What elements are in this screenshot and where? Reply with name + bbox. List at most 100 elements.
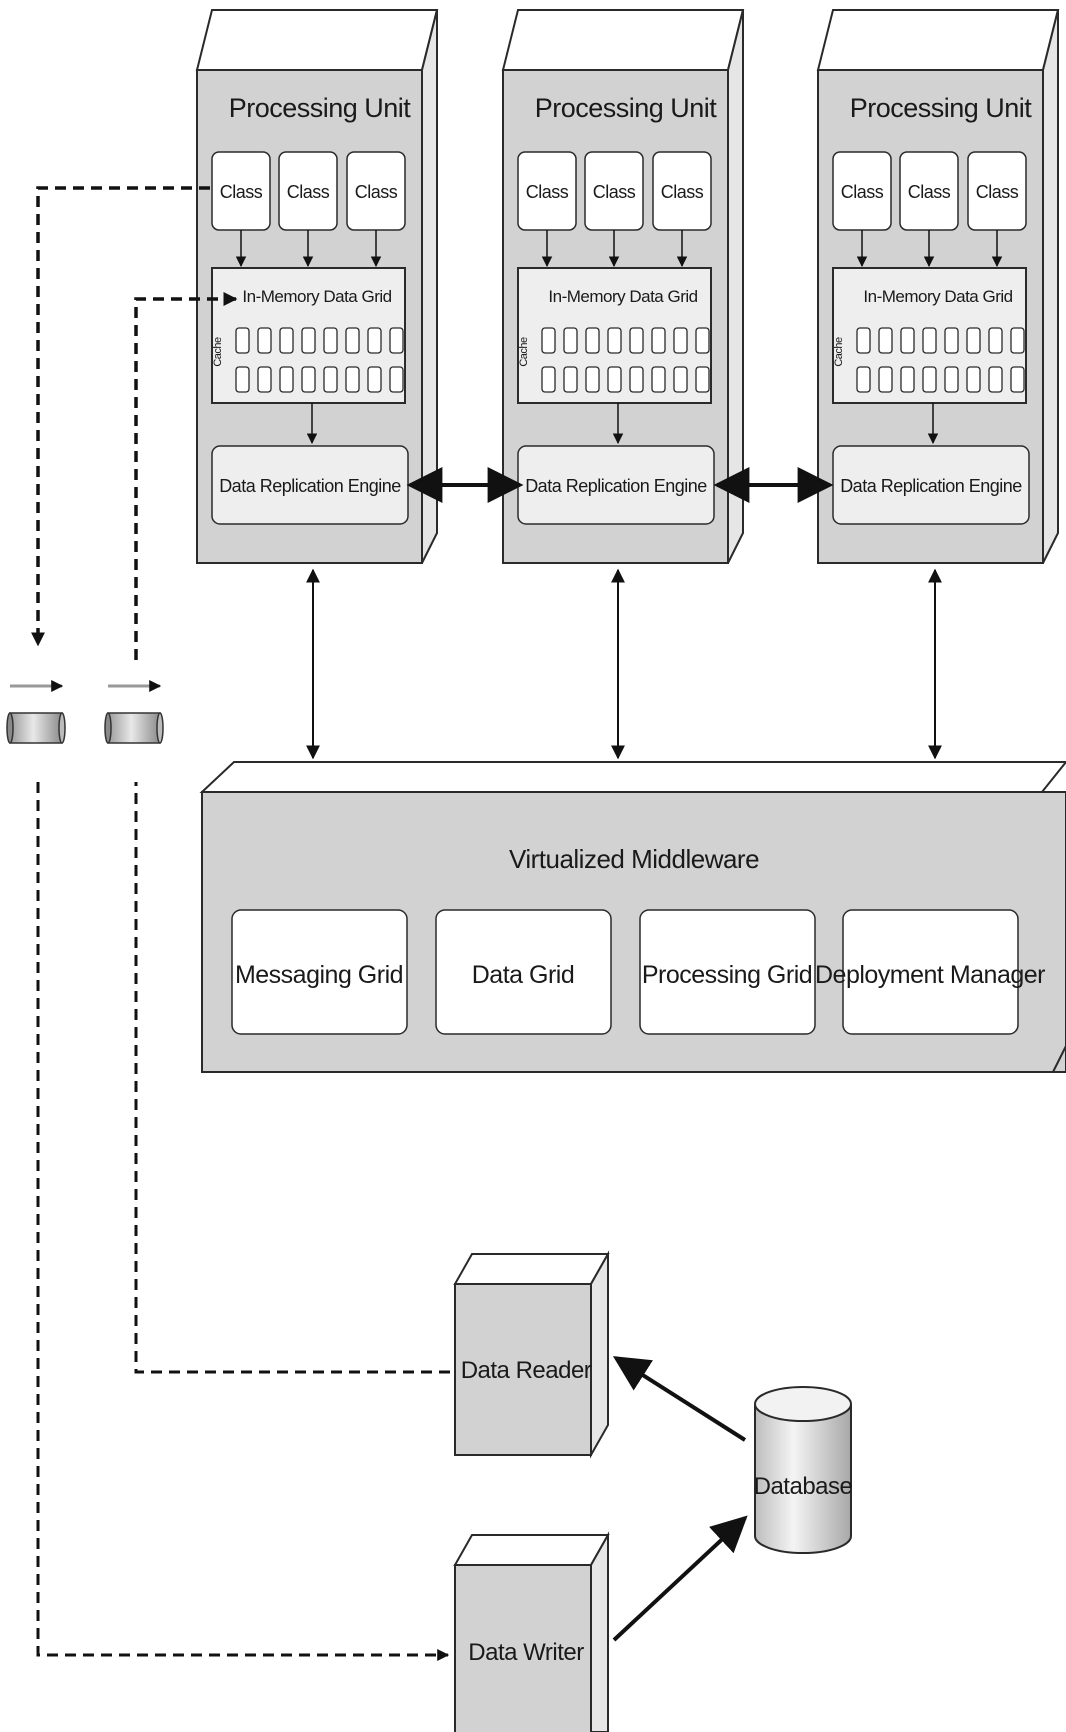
cache-cell bbox=[367, 366, 382, 393]
class-label: Class bbox=[355, 182, 398, 202]
cache-cell bbox=[323, 366, 338, 393]
data-reader-side-face bbox=[590, 1250, 609, 1459]
cache-cell bbox=[345, 327, 360, 354]
cache-cell bbox=[900, 327, 915, 354]
processing-unit-side-face bbox=[727, 9, 744, 564]
message-queues bbox=[6, 680, 164, 744]
virtualized-middleware: Virtualized Middleware Messaging Grid Dat… bbox=[199, 761, 1066, 1073]
data-writer-side-face bbox=[590, 1531, 609, 1732]
cache-cell bbox=[966, 366, 981, 393]
cache-label: Cache bbox=[212, 337, 224, 367]
cache-cell bbox=[629, 366, 644, 393]
middleware-component-label: Messaging Grid bbox=[235, 961, 403, 989]
cache-cell bbox=[1010, 327, 1025, 354]
class-label: Class bbox=[220, 182, 263, 202]
cache-cell bbox=[900, 366, 915, 393]
middleware-top-face bbox=[199, 761, 1066, 793]
processing-unit-side-face bbox=[421, 9, 438, 564]
cache-cell bbox=[541, 366, 556, 393]
cache-cell bbox=[257, 366, 272, 393]
cache-cell bbox=[695, 327, 710, 354]
queue-1-to-writer-flow bbox=[36, 782, 450, 1661]
replication-engine-label: Data Replication Engine bbox=[840, 476, 1022, 496]
processing-unit-top-face bbox=[501, 9, 745, 71]
data-replication-engine: Data Replication Engine bbox=[517, 445, 715, 525]
processing-unit-title: Processing Unit bbox=[229, 93, 412, 123]
data-writer-top-face bbox=[453, 1534, 610, 1566]
data-replication-engine: Data Replication Engine bbox=[832, 445, 1030, 525]
dashed-flows bbox=[31, 186, 450, 1661]
data-grid-title: In-Memory Data Grid bbox=[863, 287, 1012, 306]
class-label: Class bbox=[593, 182, 636, 202]
cache-cell bbox=[257, 327, 272, 354]
processing-unit-title: Processing Unit bbox=[850, 93, 1033, 123]
cache-cell bbox=[345, 366, 360, 393]
database-label: Database bbox=[754, 1473, 853, 1500]
database-body bbox=[754, 1404, 852, 1554]
class-box: Class bbox=[584, 151, 644, 231]
cache-label: Cache bbox=[833, 337, 845, 367]
data-writer-label: Data Writer bbox=[468, 1639, 584, 1666]
cache-cell bbox=[607, 327, 622, 354]
class-to-queue-1-flow bbox=[31, 186, 210, 647]
data-replication-engine: Data Replication Engine bbox=[211, 445, 409, 525]
database: Database bbox=[754, 1386, 853, 1554]
middleware-component-label: Data Grid bbox=[472, 961, 574, 989]
cache-cell bbox=[856, 366, 871, 393]
middleware-side-edge bbox=[1052, 1045, 1066, 1073]
cache-cell bbox=[944, 366, 959, 393]
cache-cell bbox=[944, 327, 959, 354]
data-reader-top-face bbox=[453, 1253, 610, 1285]
data-writer-front bbox=[454, 1564, 592, 1732]
class-box: Class bbox=[652, 151, 712, 231]
cache-cell bbox=[585, 366, 600, 393]
cache-cell bbox=[922, 366, 937, 393]
processing-unit-side-face bbox=[1042, 9, 1059, 564]
cache-cell bbox=[651, 327, 666, 354]
middleware-component-box bbox=[639, 909, 816, 1035]
middleware-component-box bbox=[842, 909, 1019, 1035]
class-label: Class bbox=[526, 182, 569, 202]
replication-engine-label: Data Replication Engine bbox=[525, 476, 707, 496]
replication-engine-label: Data Replication Engine bbox=[219, 476, 401, 496]
middleware-component-label: Deployment Manager bbox=[815, 961, 1045, 989]
data-reader-label: Data Reader bbox=[461, 1357, 592, 1384]
processing-unit-title: Processing Unit bbox=[535, 93, 718, 123]
class-label: Class bbox=[661, 182, 704, 202]
database-links bbox=[612, 1356, 748, 1642]
cache-cell bbox=[389, 327, 404, 354]
cache-cell bbox=[878, 366, 893, 393]
cache-cell bbox=[563, 327, 578, 354]
queue-2-cylinder bbox=[104, 712, 164, 744]
cache-cell bbox=[301, 366, 316, 393]
cache-cell bbox=[988, 366, 1003, 393]
class-box: Class bbox=[517, 151, 577, 231]
class-label: Class bbox=[841, 182, 884, 202]
cache-cell bbox=[389, 366, 404, 393]
middleware-component: Data Grid bbox=[435, 909, 612, 1035]
class-box: Class bbox=[832, 151, 892, 231]
cache-cell bbox=[585, 327, 600, 354]
class-box: Class bbox=[346, 151, 406, 231]
processing-unit-top-face bbox=[195, 9, 439, 71]
middleware-title: Virtualized Middleware bbox=[509, 844, 759, 874]
data-grid-title: In-Memory Data Grid bbox=[242, 287, 391, 306]
cache-cell bbox=[367, 327, 382, 354]
pu-middleware-links bbox=[306, 568, 942, 760]
queue-1-cylinder bbox=[6, 712, 66, 744]
writer-to-database-link bbox=[612, 1515, 748, 1642]
cache-cell bbox=[651, 366, 666, 393]
middleware-component-box bbox=[231, 909, 408, 1035]
class-box: Class bbox=[899, 151, 959, 231]
class-box: Class bbox=[967, 151, 1027, 231]
middleware-component: Messaging Grid bbox=[231, 909, 408, 1035]
class-box: Class bbox=[211, 151, 271, 231]
data-reader-front bbox=[454, 1283, 592, 1456]
